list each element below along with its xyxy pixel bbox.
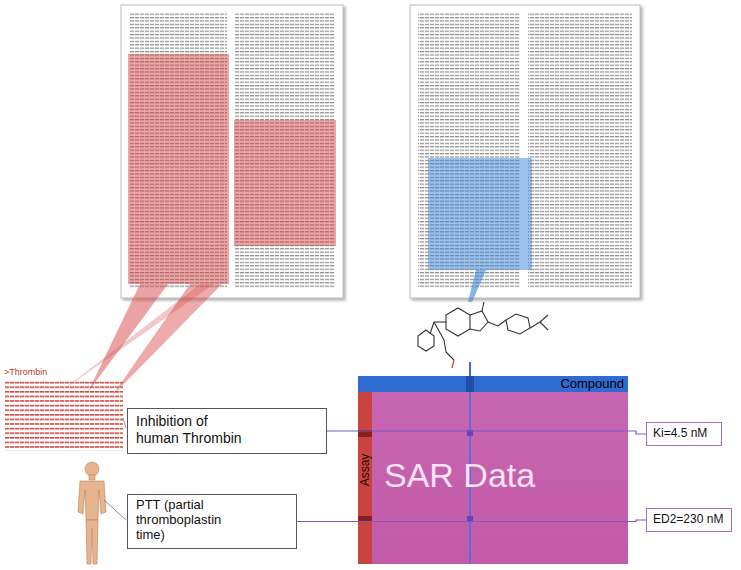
value-box: Ki=4.5 nM <box>646 422 722 446</box>
assay-box: Inhibition of human Thrombin <box>127 408 327 454</box>
matrix-markers <box>358 376 474 563</box>
node-label: PTT (partial thromboplastin time) <box>136 498 248 543</box>
sar-matrix: SAR Data CompoundAssay <box>358 376 628 564</box>
value-box: ED2=230 nM <box>646 508 732 532</box>
assay-box: PTT (partial thromboplastin time) <box>127 494 297 549</box>
molecule-structure <box>418 302 548 368</box>
protein-sequence <box>5 381 123 451</box>
assay-axis: Assay <box>358 392 372 564</box>
node-label: ED2=230 nM <box>653 512 725 526</box>
highlight-beam <box>60 284 222 396</box>
leader-line <box>104 418 126 520</box>
highlight-beam <box>468 270 486 376</box>
compound-axis: Compound <box>358 376 628 392</box>
journal-page <box>121 5 343 298</box>
node-label: Ki=4.5 nM <box>653 426 715 440</box>
label-holder: >Thrombin <box>4 367 47 377</box>
journal-page <box>410 5 640 298</box>
node-label: SAR Data <box>384 456 628 495</box>
node-label: Inhibition of human Thrombin <box>136 413 254 447</box>
node-label: Assay <box>358 440 372 500</box>
node-label: Compound <box>358 376 628 392</box>
row-connector <box>297 520 646 522</box>
human-figure <box>78 462 106 564</box>
row-connector <box>327 431 646 434</box>
sequence-name: >Thrombin <box>4 367 47 377</box>
